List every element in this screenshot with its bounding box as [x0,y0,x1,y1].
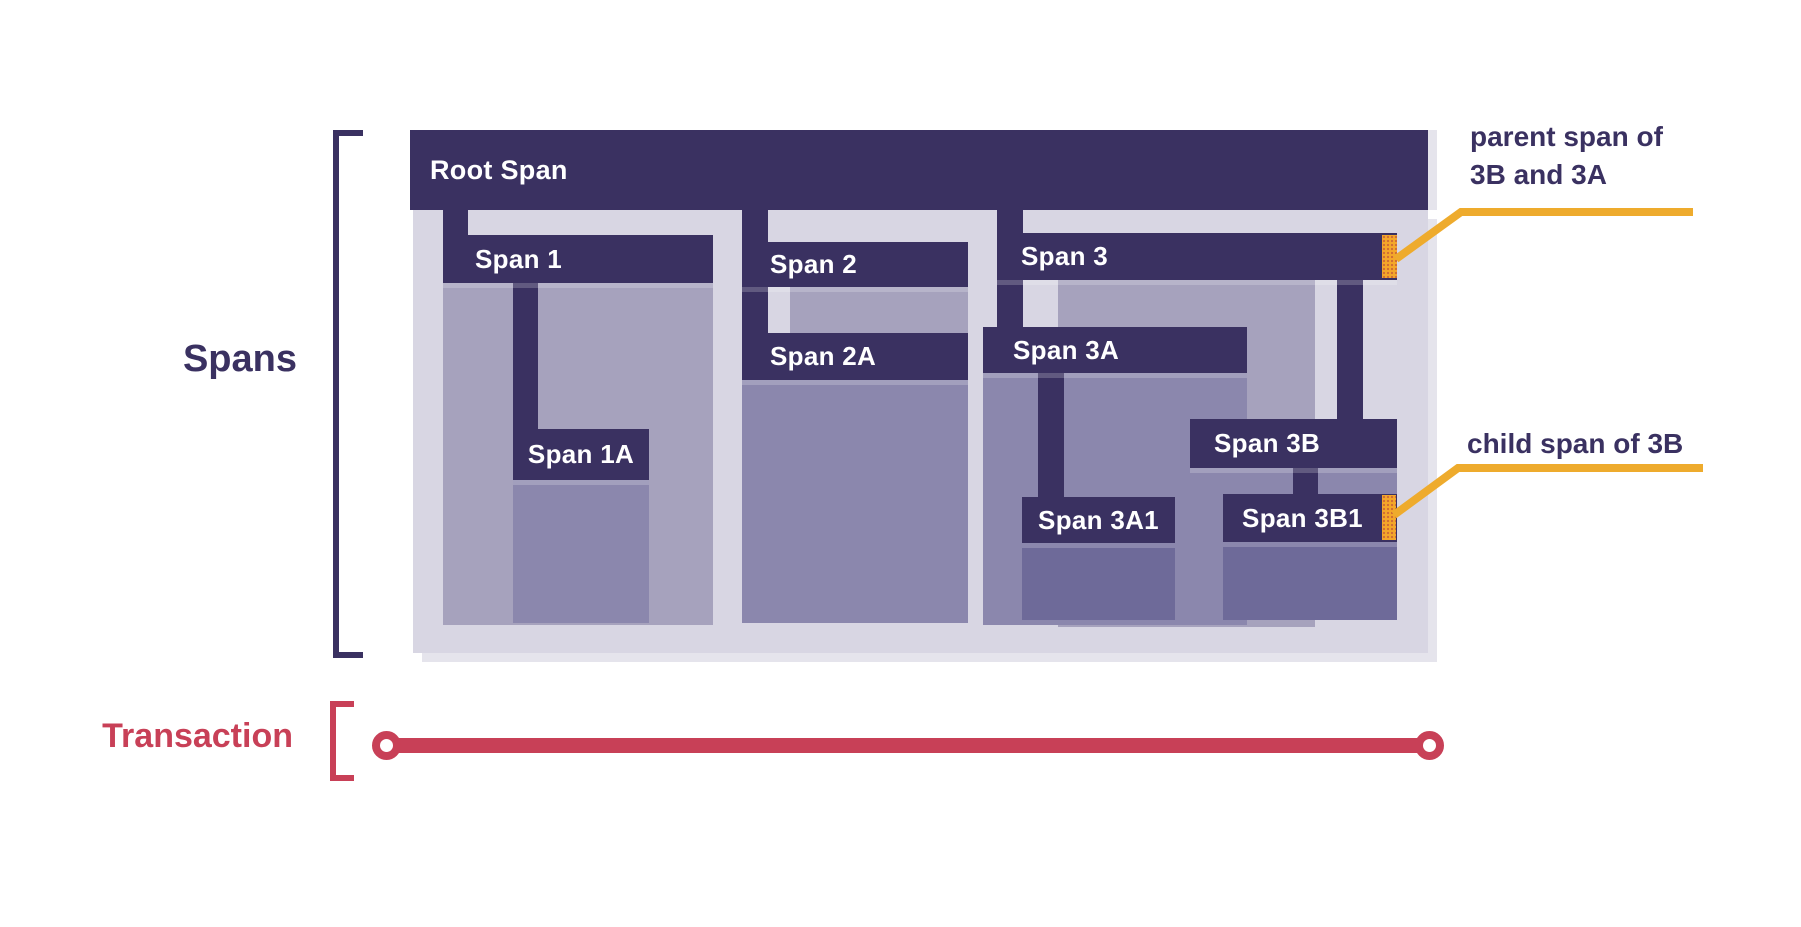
span-label-span-3b1: Span 3B1 [1242,502,1363,533]
annotation-child-text: child span of 3B [1467,428,1684,459]
span-bar-span-3: Span 3 [997,233,1397,280]
annotation-child-span: child span of 3B [1467,425,1683,463]
span-bar-span-2a: Span 2A [742,333,968,380]
span-label-span-3: Span 3 [1021,241,1109,271]
span-connector-span-3b [1337,280,1363,419]
span-label-span-3a1: Span 3A1 [1038,504,1159,535]
annotation-parent-line1: parent span of [1470,121,1663,152]
span-label-span-1: Span 1 [475,243,563,274]
timeline-start-dot [372,731,401,760]
transaction-label: Transaction [102,717,293,755]
transaction-timeline [395,738,1419,753]
span-body-span-3a1 [1022,543,1175,620]
span-bar-span-1: Span 1 [443,235,713,283]
span-label-span-1a: Span 1A [527,439,635,469]
span-label-root-span: Root Span [430,154,568,185]
span-connector-span-3b1 [1293,468,1318,494]
highlight-marker-span-3 [1382,235,1397,278]
annotation-parent-span: parent span of 3B and 3A [1470,118,1663,194]
span-connector-span-1a [513,283,538,431]
span-label-span-2: Span 2 [770,249,858,279]
highlight-marker-span-3b1 [1382,495,1396,540]
span-bar-root-span: Root Span [410,130,1428,210]
span-connector-span-1 [443,210,468,237]
spans-label: Spans [182,338,297,380]
span-label-span-3b: Span 3B [1214,428,1321,458]
span-connector-span-3a1 [1038,373,1064,497]
span-label-span-3a: Span 3A [1013,334,1120,365]
span-bar-span-1a: Span 1A [513,429,649,480]
span-label-span-2a: Span 2A [770,341,877,371]
span-bar-span-2: Span 2 [742,242,968,287]
timeline-end-dot [1415,731,1444,760]
transaction-bracket [330,701,354,781]
annotation-parent-line2: 3B and 3A [1470,159,1607,190]
span-bar-span-3b: Span 3B [1190,419,1397,468]
span-bar-span-3a: Span 3A [983,327,1247,373]
span-body-span-2a [742,380,968,623]
span-bar-span-3a1: Span 3A1 [1022,497,1175,543]
spans-bracket [333,130,363,658]
span-body-span-1a [513,480,649,623]
span-body-span-3b1 [1223,542,1397,620]
span-body-span-2 [790,287,968,335]
span-bar-span-3b1: Span 3B1 [1223,494,1397,542]
